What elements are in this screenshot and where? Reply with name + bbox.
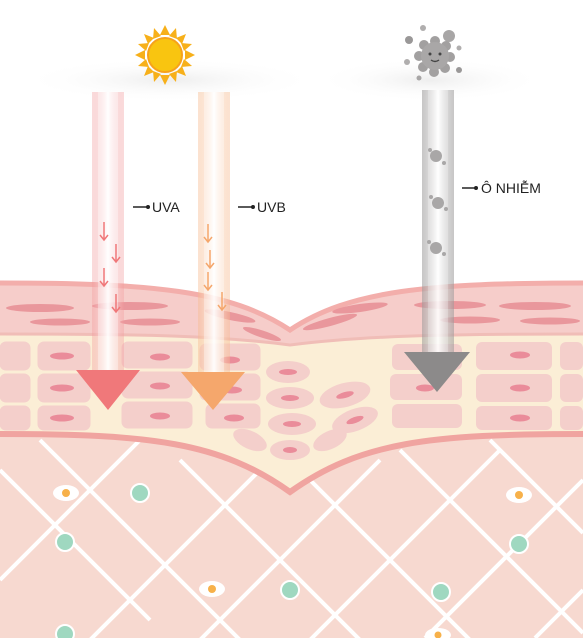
stratum-corneum-layer	[0, 280, 583, 347]
uvb-beam	[181, 92, 245, 410]
orange-dot-group	[53, 485, 532, 638]
uvb-arrowhead	[181, 372, 245, 410]
pollution-label: Ô NHIỄM	[462, 180, 541, 196]
pollution-glow	[315, 58, 545, 102]
pollution-particle-icon	[404, 25, 462, 81]
uvb-label-text: UVB	[257, 199, 286, 215]
sun-icon	[135, 25, 195, 85]
uva-label: UVA	[133, 199, 180, 215]
pollution-arrowhead	[404, 352, 470, 392]
uva-arrowhead	[76, 370, 140, 410]
uva-label-text: UVA	[152, 199, 180, 215]
cell-nuclei-center	[279, 369, 364, 453]
uva-small-arrows	[99, 222, 121, 314]
teal-dot-group	[55, 483, 529, 638]
uva-beam	[76, 92, 140, 410]
uvb-small-arrows	[203, 224, 227, 312]
pollution-label-text: Ô NHIỄM	[481, 180, 541, 196]
pollution-beam	[404, 90, 470, 392]
uvb-label: UVB	[238, 199, 286, 215]
pollution-particles-in-beam	[427, 148, 448, 256]
sun-glow	[20, 58, 320, 102]
